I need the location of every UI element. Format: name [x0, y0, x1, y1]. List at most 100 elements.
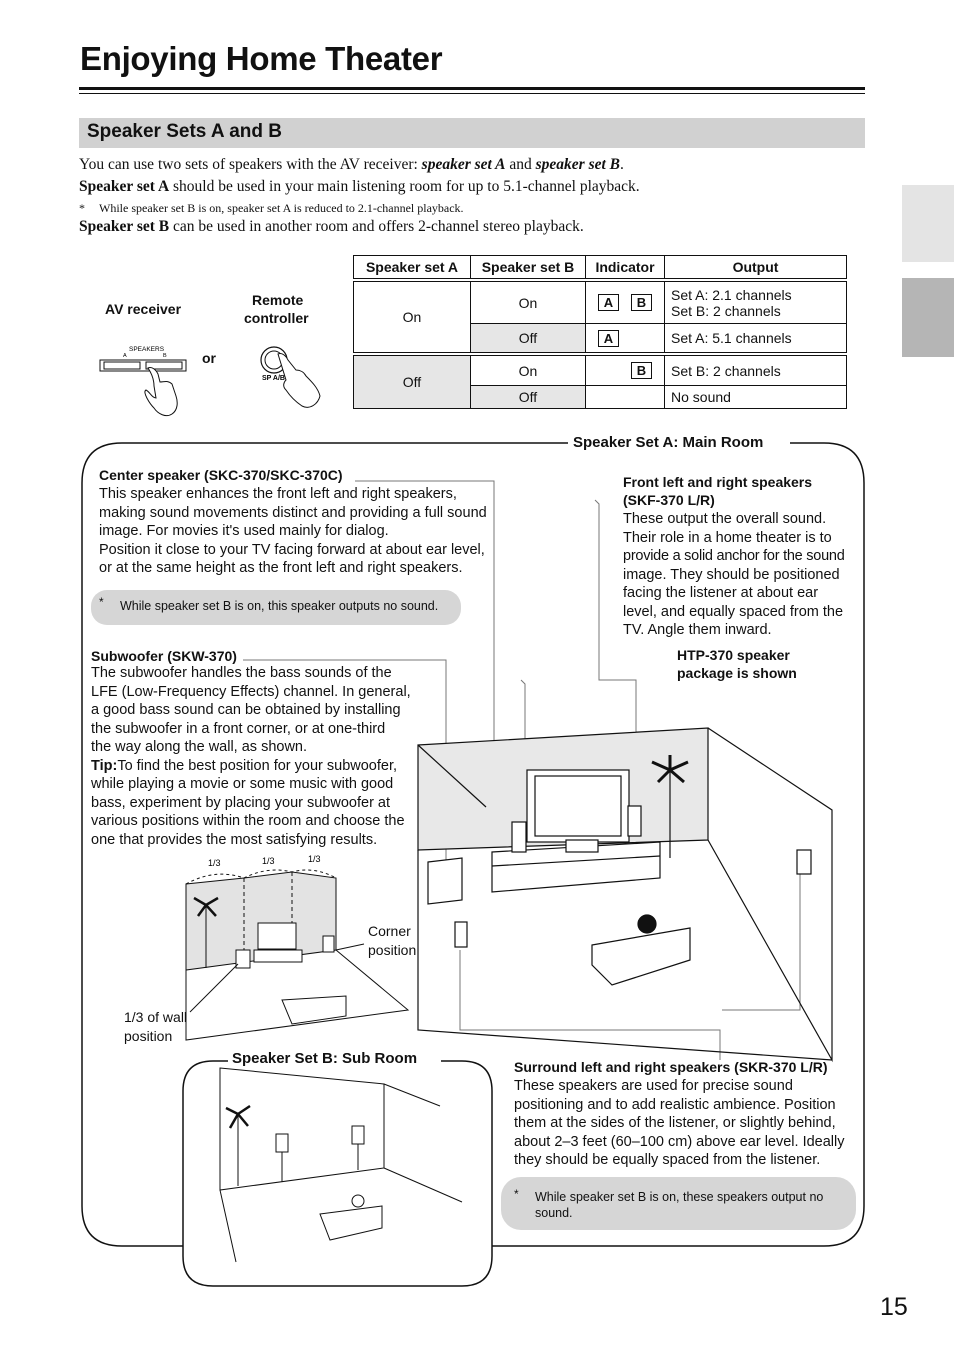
sub-room-title: Speaker Set B: Sub Room [232, 1050, 418, 1067]
output-text: Set A: 2.1 channels [671, 286, 792, 303]
sub-room-frame [182, 1060, 493, 1287]
title-rule-thin [79, 93, 865, 94]
cell-set-b: Off [470, 385, 586, 409]
tip-line: Tip:To find the best position for your s… [91, 757, 411, 776]
asterisk: * [79, 201, 85, 215]
third-mark: 1/3 [308, 854, 321, 864]
body-line: TV. Angle them inward. [623, 622, 772, 638]
intro-text: can be used in another room and offers 2… [169, 218, 584, 235]
speaker-set-table: Speaker set A Speaker set B Indicator Ou… [353, 255, 847, 409]
sub-room-palm-icon [225, 1104, 251, 1129]
col-header: Indicator [585, 255, 665, 279]
body-line: level, and equally spaced from the [623, 603, 844, 620]
main-room-floor [417, 850, 833, 1061]
front-callout-line [594, 499, 637, 805]
sub-room-floor-lines [219, 1083, 463, 1263]
body-line: image. They should be positioned [623, 566, 840, 583]
cell-output: Set B: 2 channels [664, 355, 847, 386]
main-room-frame [81, 442, 568, 1247]
mini-tv-icon [257, 922, 297, 950]
surround-right-speaker-icon [796, 849, 812, 875]
body-line: or at the same height as the front left … [99, 560, 463, 576]
intro-emph: Speaker set B [79, 218, 170, 235]
cell-indicator: A [585, 323, 665, 353]
section-title: Speaker Sets A and B [87, 121, 283, 142]
b-text: B [163, 353, 167, 359]
body-line: Their role in a home theater is to [623, 529, 832, 546]
surround-callout-line [459, 950, 721, 1060]
listener-icon [637, 914, 657, 934]
body-line: provide a solid anchor for the sound [623, 548, 845, 564]
corner-position-label-1: Corner [368, 923, 411, 939]
main-room-right-wall [707, 727, 833, 1063]
body-line: various positions within the room and ch… [91, 813, 405, 829]
front-speakers-model: (SKF-370 L/R) [623, 492, 715, 508]
title-rule [79, 87, 865, 90]
cell-set-b: Off [470, 323, 586, 353]
note-text: While speaker set B is on, these speaker… [535, 1190, 824, 1204]
surround-note: * While speaker set B is on, these speak… [501, 1177, 856, 1230]
body-line: the way along the wall, as shown. [91, 739, 308, 755]
body-line: LFE (Low-Frequency Effects) channel. In … [91, 683, 411, 700]
sub-room-speaker-left-icon [275, 1133, 289, 1153]
mini-room-floor [185, 949, 410, 1041]
main-room-title: Speaker Set A: Main Room [573, 434, 764, 451]
output-text: Set B: 2 channels [671, 302, 781, 319]
surround-callout-line-right [722, 870, 801, 1011]
htp-package-note-2: package is shown [677, 665, 797, 681]
front-speakers-text: These output the overall sound. Their ro… [623, 510, 845, 640]
front-right-speaker-icon [627, 805, 642, 837]
wall-position-label-2: position [124, 1028, 173, 1044]
edge-tab [902, 185, 954, 262]
corner-pointer-line [335, 943, 365, 951]
cell-output: Set A: 5.1 channels [664, 323, 847, 353]
page-title: Enjoying Home Theater [80, 40, 443, 77]
body-line: image. For movies it's used mainly for d… [99, 523, 389, 539]
mini-sub-corner-icon [322, 935, 335, 953]
asterisk: * [514, 1187, 519, 1201]
intro-line-2: Speaker set A should be used in your mai… [79, 178, 640, 196]
front-left-speaker-icon [511, 821, 527, 853]
indicator-b: B [631, 362, 652, 379]
cell-set-b: On [470, 281, 586, 324]
tip-label: Tip: [91, 757, 118, 774]
mini-sub-icon [235, 949, 251, 969]
intro-text: should be used in your main listening ro… [169, 178, 640, 195]
subwoofer-text: The subwoofer handles the bass sounds of… [91, 664, 411, 849]
body-line: they should be equally spaced from the l… [514, 1152, 821, 1168]
body-line: facing the listener at about ear [623, 585, 819, 601]
wall-position-label-1: 1/3 of wall [124, 1009, 188, 1025]
intro-emph: speaker set A [421, 156, 506, 173]
body-line: the subwoofer in a front corner, or at o… [91, 720, 386, 737]
body-line: about 2–3 feet (60–100 cm) above ear lev… [514, 1133, 845, 1150]
col-header: Output [664, 255, 847, 279]
subwoofer-heading: Subwoofer (SKW-370) [91, 648, 237, 664]
body-line: bass, experiment by placing your subwoof… [91, 794, 391, 811]
center-speaker-icon [565, 839, 599, 853]
body-line: while playing a movie or some music with… [91, 776, 394, 792]
remote-sp-ab-button-icon: SP A/B [260, 346, 321, 408]
intro-note-text: While speaker set B is on, speaker set A… [99, 201, 464, 215]
intro-emph: speaker set B [535, 156, 621, 173]
surround-text: These speakers are used for precise soun… [514, 1077, 845, 1170]
body-line: These speakers are used for precise soun… [514, 1078, 793, 1094]
page-number: 15 [880, 1293, 908, 1321]
sub-room-sofa-icon [319, 1205, 383, 1241]
front-speakers-heading: Front left and right speakers [623, 474, 813, 490]
intro-note: * While speaker set B is on, speaker set … [79, 201, 464, 216]
mini-palm-icon [193, 896, 219, 917]
cell-set-a: Off [353, 355, 471, 409]
corner-position-label-2: position [368, 942, 417, 958]
section-bar [79, 118, 865, 148]
intro-line-3: Speaker set B can be used in another roo… [79, 218, 584, 236]
body-line: them at the sides of the listener, or sl… [514, 1115, 836, 1131]
intro-text: You can use two sets of speakers with th… [79, 156, 422, 173]
note-text: While speaker set B is on, this speaker … [120, 599, 439, 613]
or-label: or [202, 350, 216, 366]
center-speaker-text: This speaker enhances the front left and… [99, 485, 487, 578]
cell-set-a: On [353, 281, 471, 353]
sub-room-speaker-right-icon [351, 1125, 365, 1145]
main-room-frame-right [492, 442, 865, 1247]
